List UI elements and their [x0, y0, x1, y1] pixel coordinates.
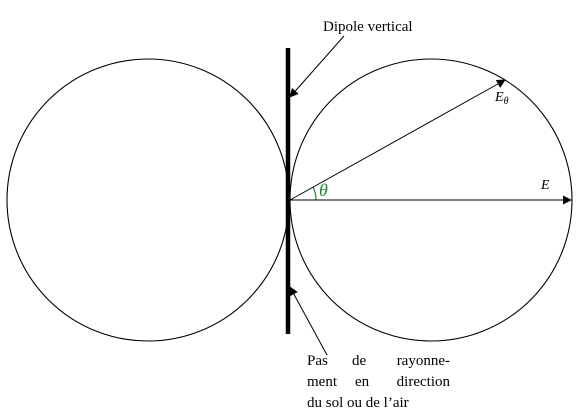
note-line2-word2: en — [355, 374, 370, 390]
e-theta-label: Eθ — [494, 90, 509, 107]
no-radiation-leader-line — [289, 286, 328, 356]
note-line3: du sol ou de l’air — [307, 395, 409, 411]
dipole-leader-line — [289, 35, 345, 98]
note-line2-word3: direction — [397, 374, 451, 390]
note-line1-word2: de — [352, 353, 367, 369]
e-field-label: E — [540, 178, 550, 193]
note-line2-word1: ment — [307, 374, 338, 390]
e-theta-arrow — [289, 79, 506, 201]
left-lobe — [6, 58, 290, 342]
note-line1-word3: rayonne- — [397, 353, 450, 369]
theta-label: θ — [319, 180, 328, 200]
dipole-label: Dipole vertical — [323, 19, 413, 35]
note-line1-word1: Pas — [307, 353, 328, 369]
theta-angle-arc — [312, 186, 317, 201]
e-theta-label-subscript: θ — [504, 96, 509, 107]
e-theta-label-main: E — [494, 90, 504, 105]
